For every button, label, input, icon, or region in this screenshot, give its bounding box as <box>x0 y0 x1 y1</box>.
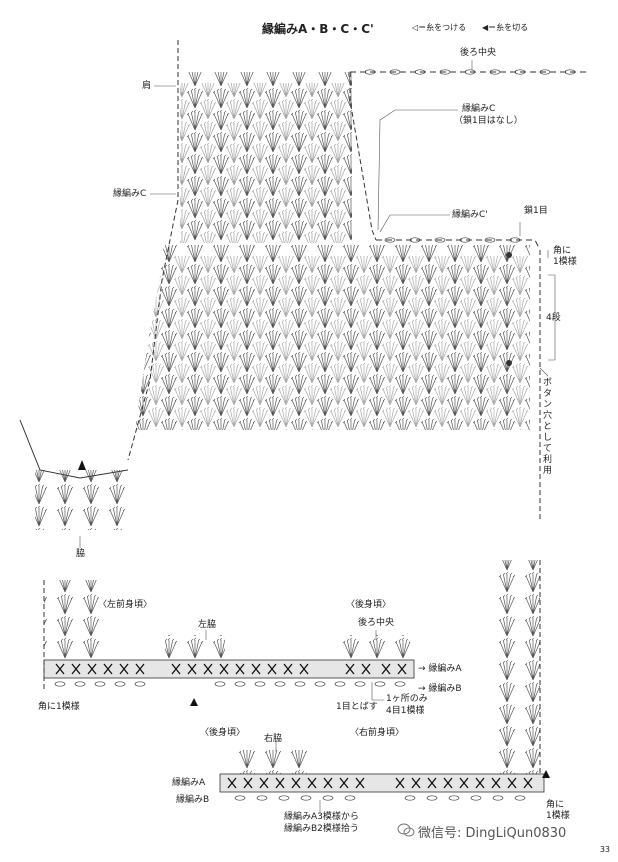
legend-cut: ◀＝糸を切る <box>482 23 529 32</box>
right-front-label: 〈右前身頃〉 <box>350 728 405 738</box>
left-side-label: 左脇 <box>198 620 217 630</box>
left-front-label: 〈左前身頃〉 <box>98 600 153 610</box>
one-place-label: 1ヶ所のみ <box>386 694 428 704</box>
back-body-label-2: 〈後身頃〉 <box>200 728 246 738</box>
back-center-label-top: 後ろ中央 <box>460 48 497 58</box>
edge-c-top-label: 縁編みC <box>462 104 496 114</box>
edge-b-label-2: 縁編みB <box>176 795 210 805</box>
edge-a-label-2: 縁編みA <box>172 778 206 788</box>
diagram-title: 縁編みA・B・C・C' <box>262 22 374 36</box>
page-number: 33 <box>599 845 610 854</box>
edge-c-left-label: 縁編みC <box>113 189 147 199</box>
edge-b-label-1: → 縁編みB <box>418 684 462 694</box>
side-label: 脇 <box>76 549 86 559</box>
pickup-label-1: 縁編みA3模様から <box>284 812 359 822</box>
four-rows-label: 4段 <box>546 313 561 323</box>
wechat-icon <box>397 823 415 837</box>
edge-c-prime-label: 縁編みC' <box>452 210 488 220</box>
back-body-label-1: 〈後身頃〉 <box>346 600 392 610</box>
skip-one-label: 1目とばす <box>336 702 378 712</box>
edge-a-label-1: → 縁編みA <box>418 664 462 674</box>
right-side-label: 右脇 <box>264 734 283 744</box>
corner-bottom-label: 角に 1模様 <box>546 800 570 821</box>
pickup-label-2: 縁編みB2模様拾う <box>284 824 359 834</box>
button-hole-label: ボタン穴として利用 <box>543 378 553 476</box>
shoulder-label: 肩 <box>142 81 152 91</box>
corner-left-label: 角に1模様 <box>38 702 80 712</box>
corner-right-label: 角に 1模様 <box>553 246 577 267</box>
chain-one-label: 鎖1目 <box>524 206 548 216</box>
four-stitch-label: 4目1模様 <box>386 706 425 716</box>
watermark: 微信号: DingLiQun0830 <box>418 826 567 841</box>
legend-attach: ◁＝糸をつける <box>412 23 467 32</box>
back-center-label-mid: 後ろ中央 <box>358 618 395 628</box>
edge-c-top-note: （鎖1目はなし） <box>454 116 523 126</box>
